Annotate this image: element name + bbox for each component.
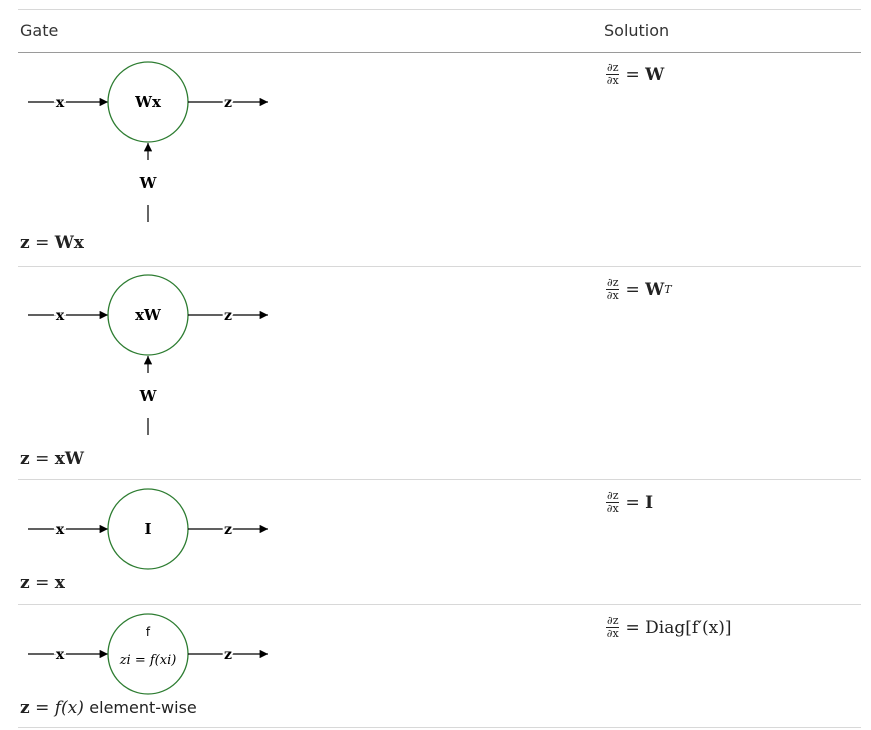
gate-diagram-matmul-left: x Wx z W	[28, 61, 268, 222]
output-label: z	[224, 647, 232, 663]
gate-solution: ∂z∂x = I	[606, 489, 654, 515]
node-label: f	[146, 625, 151, 639]
gate-equation: z = f(x) element-wise	[20, 698, 197, 718]
node-label: I	[144, 520, 151, 538]
table-bottom-border	[18, 727, 861, 728]
column-header-gate: Gate	[20, 21, 59, 40]
node-sublabel: zi = f(xi)	[119, 653, 177, 668]
output-label: z	[224, 522, 232, 538]
gate-diagram-elementwise: x f zi = f(xi) z	[28, 613, 268, 695]
gate-solution: ∂z∂x = W	[606, 61, 665, 87]
derivative-fraction: ∂z∂x	[606, 489, 620, 515]
output-label: z	[224, 95, 232, 111]
param-label: W	[139, 174, 158, 192]
param-label: W	[139, 387, 158, 405]
gate-equation: z = x	[20, 573, 65, 593]
input-label: x	[56, 95, 65, 111]
node-label: Wx	[134, 93, 162, 111]
row-divider	[18, 266, 861, 267]
gate-solution: ∂z∂x = Diag[f′(x)]	[606, 614, 732, 640]
derivative-fraction: ∂z∂x	[606, 614, 620, 640]
header-divider	[18, 52, 861, 53]
input-label: x	[56, 647, 65, 663]
derivative-fraction: ∂z∂x	[606, 276, 620, 302]
output-label: z	[224, 308, 232, 324]
row-divider	[18, 479, 861, 480]
gate-diagram-matmul-right: x xW z W	[28, 274, 268, 435]
table-top-border	[18, 9, 861, 10]
derivative-fraction: ∂z∂x	[606, 61, 620, 87]
input-label: x	[56, 308, 65, 324]
column-header-solution: Solution	[604, 21, 670, 40]
gate-equation: z = xW	[20, 449, 84, 469]
node-label: xW	[135, 306, 162, 324]
gate-equation: z = Wx	[20, 233, 84, 253]
input-label: x	[56, 522, 65, 538]
gate-diagram-identity: x I z	[28, 488, 268, 570]
row-divider	[18, 604, 861, 605]
